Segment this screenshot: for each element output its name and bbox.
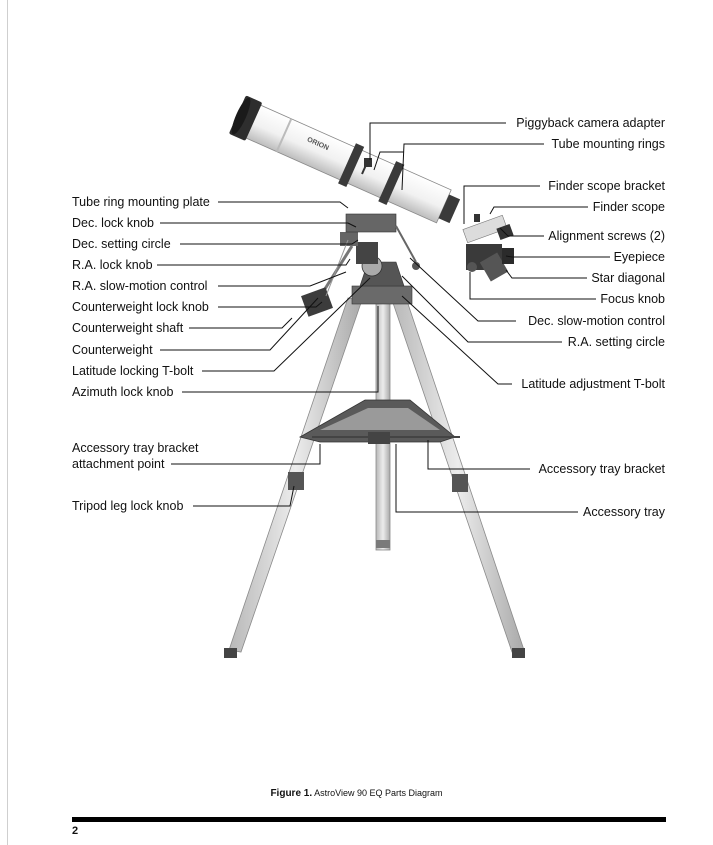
tripod <box>224 298 525 658</box>
label-counterweight-lock-knob: Counterweight lock knob <box>72 300 209 315</box>
label-accessory-tray: Accessory tray <box>583 505 665 520</box>
tripod-leg-lock-knob-left <box>288 472 304 490</box>
label-finder-scope-bracket: Finder scope bracket <box>548 179 665 194</box>
label-ra-setting-circle: R.A. setting circle <box>568 335 665 350</box>
label-latitude-locking-t-bolt: Latitude locking T-bolt <box>72 364 193 379</box>
label-accessory-tray-bracket-attachment-line2: attachment point <box>72 457 164 472</box>
page-number: 2 <box>72 825 78 837</box>
label-counterweight: Counterweight <box>72 343 153 358</box>
label-dec-setting-circle: Dec. setting circle <box>72 237 171 252</box>
label-dec-slow-motion-control: Dec. slow-motion control <box>528 314 665 329</box>
label-accessory-tray-bracket: Accessory tray bracket <box>539 462 665 477</box>
footer-rule <box>72 817 666 822</box>
label-ra-lock-knob: R.A. lock knob <box>72 258 153 273</box>
figure-number: Figure 1. <box>270 788 312 799</box>
label-piggyback-camera-adapter: Piggyback camera adapter <box>516 116 665 131</box>
label-focus-knob: Focus knob <box>600 292 665 307</box>
label-alignment-screws: Alignment screws (2) <box>548 229 665 244</box>
label-finder-scope: Finder scope <box>593 200 665 215</box>
label-tube-ring-mounting-plate: Tube ring mounting plate <box>72 195 210 210</box>
label-eyepiece: Eyepiece <box>614 250 665 265</box>
figure-caption: Figure 1. AstroView 90 EQ Parts Diagram <box>0 788 713 799</box>
finder-and-diagonal <box>463 214 514 282</box>
label-tripod-leg-lock-knob: Tripod leg lock knob <box>72 499 183 514</box>
label-accessory-tray-bracket-attachment-line1: Accessory tray bracket <box>72 441 198 456</box>
figure-title: AstroView 90 EQ Parts Diagram <box>314 788 442 798</box>
label-counterweight-shaft: Counterweight shaft <box>72 321 183 336</box>
tripod-leg-lock-knob-right <box>452 474 468 492</box>
optical-tube: ORION <box>228 94 464 231</box>
label-tube-mounting-rings: Tube mounting rings <box>552 137 666 152</box>
label-azimuth-lock-knob: Azimuth lock knob <box>72 385 173 400</box>
label-ra-slow-motion-control: R.A. slow-motion control <box>72 279 207 294</box>
label-latitude-adjustment-t-bolt: Latitude adjustment T-bolt <box>521 377 665 392</box>
label-dec-lock-knob: Dec. lock knob <box>72 216 154 231</box>
label-star-diagonal: Star diagonal <box>591 271 665 286</box>
